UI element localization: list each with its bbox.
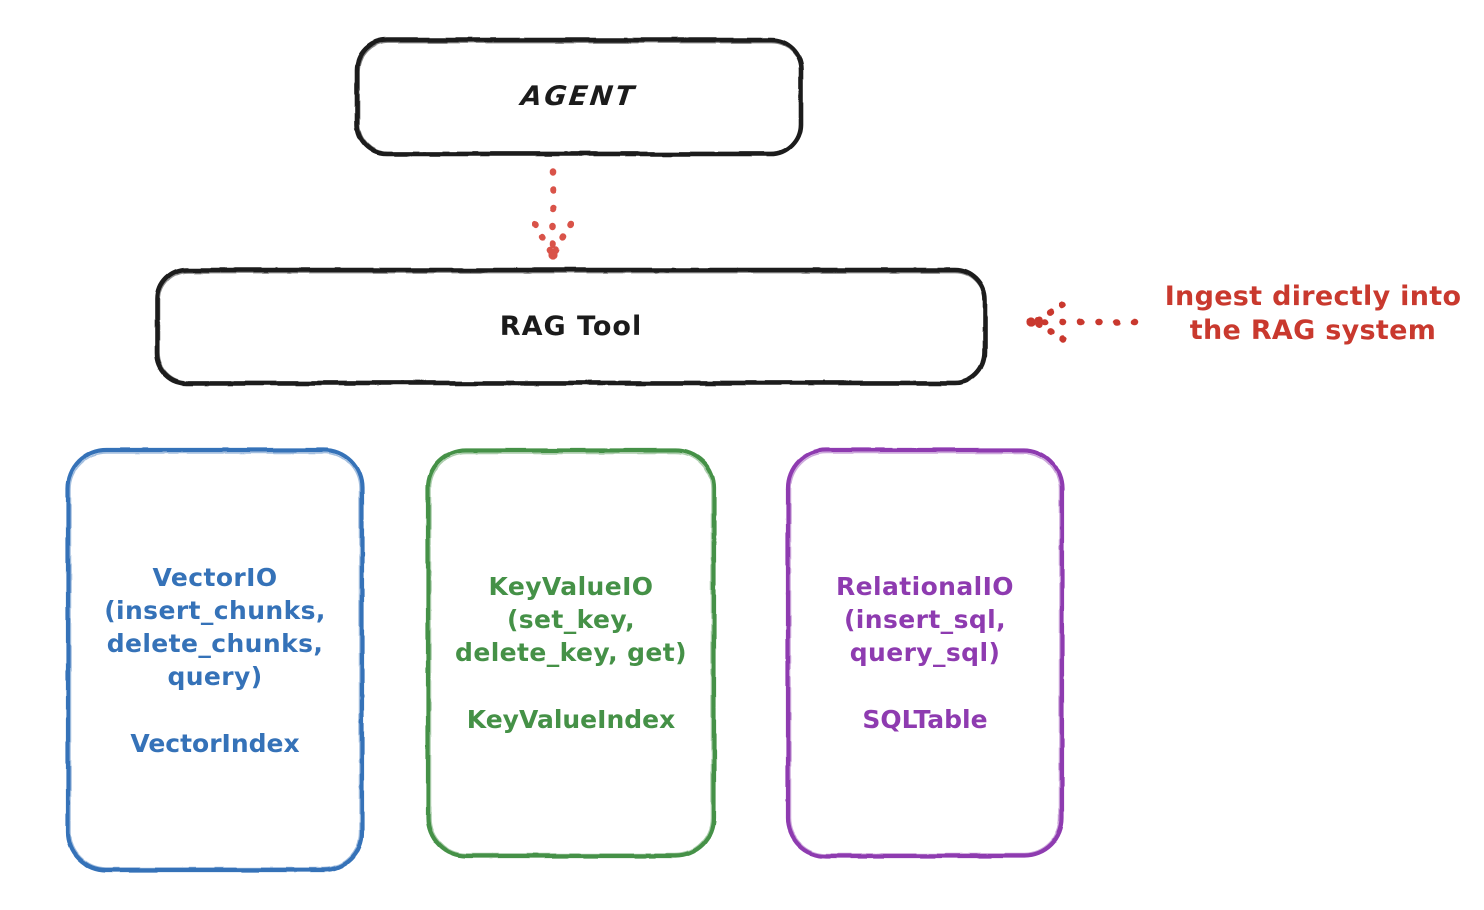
agent-node[interactable]: AGENT (357, 40, 801, 154)
vector-io-label: VectorIO (insert_chunks, delete_chunks, … (104, 562, 326, 691)
vector-index-label: VectorIndex (130, 728, 300, 758)
key-value-io-label: KeyValueIO (set_key, delete_key, get) (455, 572, 687, 667)
key-value-index-label: KeyValueIndex (466, 705, 676, 734)
relational-io-node[interactable]: RelationalIO (insert_sql, query_sql) SQL… (788, 450, 1062, 856)
relational-io-label: RelationalIO (insert_sql, query_sql) (836, 572, 1014, 667)
ingest-annotation: Ingest directly into the RAG system (1164, 281, 1462, 347)
connector-agent-to-rag-tool (531, 168, 575, 260)
vector-io-box-outline (65, 447, 365, 873)
agent-label: AGENT (519, 81, 639, 113)
rag-tool-label: RAG Tool (499, 310, 643, 342)
sql-table-label: SQLTable (862, 705, 988, 734)
agent-box-outline (354, 37, 804, 157)
connector-ingest-to-rag-tool (1026, 301, 1139, 343)
rag-tool-node[interactable]: RAG Tool (157, 270, 985, 383)
relational-io-box-outline (785, 447, 1065, 859)
key-value-io-node[interactable]: KeyValueIO (set_key, delete_key, get) Ke… (428, 450, 714, 856)
vector-io-node[interactable]: VectorIO (insert_chunks, delete_chunks, … (68, 450, 362, 870)
key-value-io-box-outline (425, 447, 717, 859)
rag-tool-box-outline (154, 267, 988, 386)
